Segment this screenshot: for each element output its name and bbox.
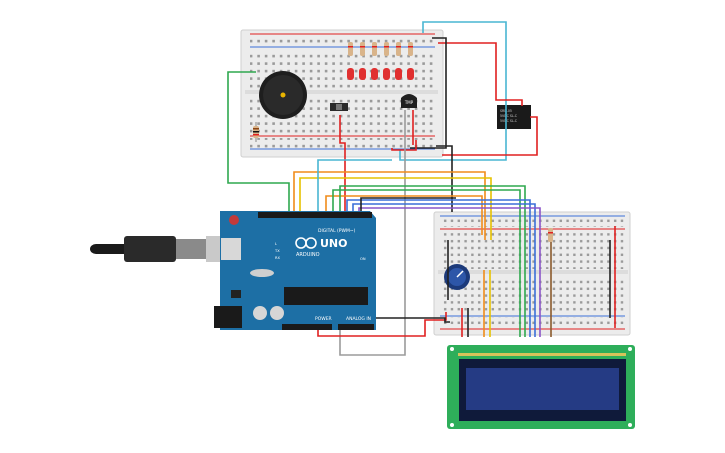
usb-cable[interactable] — [90, 236, 224, 262]
slide-switch[interactable] — [330, 103, 348, 111]
board-brand: ARDUINO — [296, 252, 320, 258]
analog-header-label: ANALOG IN — [346, 316, 371, 322]
wire-red — [438, 42, 523, 106]
red-led — [395, 68, 402, 80]
l-led-label: L — [275, 242, 277, 246]
temperature-sensor[interactable]: TMP — [401, 94, 417, 108]
red-led — [359, 68, 366, 80]
wire-blue — [352, 203, 536, 337]
piezo-buzzer[interactable] — [259, 71, 307, 119]
on-led-label: ON — [360, 257, 366, 261]
board-model: UNO — [320, 237, 348, 250]
led-resistor — [348, 42, 413, 56]
wire-orange — [325, 195, 483, 235]
red-led — [347, 68, 354, 80]
wire-green — [332, 189, 521, 337]
red-led — [371, 68, 378, 80]
wire-red — [317, 312, 447, 337]
lcd-display[interactable] — [447, 345, 635, 429]
wire-black — [372, 317, 450, 323]
arduino-logo-icon — [295, 237, 317, 249]
red-led — [383, 68, 390, 80]
wire-green — [339, 185, 526, 337]
power-header-label: POWER — [315, 316, 332, 322]
wire-grey — [339, 110, 406, 356]
relay-label-3: 5VDC SL-C — [500, 119, 518, 123]
relay[interactable]: SRD-05 5VDC SL-C 5VDC SL-C — [497, 105, 531, 129]
wire-blue — [346, 199, 531, 337]
atmega-chip — [284, 287, 368, 305]
digital-header-label: DIGITAL (PWM~) — [318, 228, 356, 234]
wire-orange — [293, 171, 486, 240]
resistor-top-left[interactable] — [253, 122, 259, 142]
arduino-uno-board[interactable]: UNO ARDUINO DIGITAL (PWM~) POWER ANALOG … — [214, 211, 376, 330]
wires[interactable] — [227, 21, 616, 356]
wire-purple — [358, 207, 541, 337]
sensor-label: TMP — [404, 100, 414, 105]
lcd-screen — [466, 368, 619, 410]
relay-label-2: 5VDC SL-C — [500, 114, 518, 118]
resistor-right[interactable] — [548, 228, 553, 242]
wire-red — [391, 140, 417, 151]
power-jack — [214, 306, 242, 328]
tx-label: TX — [274, 249, 280, 253]
wire-cyan — [399, 21, 507, 161]
potentiometer[interactable] — [444, 264, 470, 290]
wire-green — [227, 71, 290, 212]
right-breadboard[interactable] — [433, 211, 631, 336]
red-led — [407, 68, 414, 80]
wire-black — [410, 37, 447, 149]
led-bank[interactable] — [347, 42, 414, 80]
reset-button — [229, 215, 239, 225]
wire-red — [442, 116, 538, 156]
usb-port — [221, 238, 241, 260]
wire-yellow — [299, 177, 492, 240]
wire-black — [360, 197, 456, 212]
rx-label: RX — [275, 256, 280, 260]
wire-cyan — [317, 159, 392, 212]
